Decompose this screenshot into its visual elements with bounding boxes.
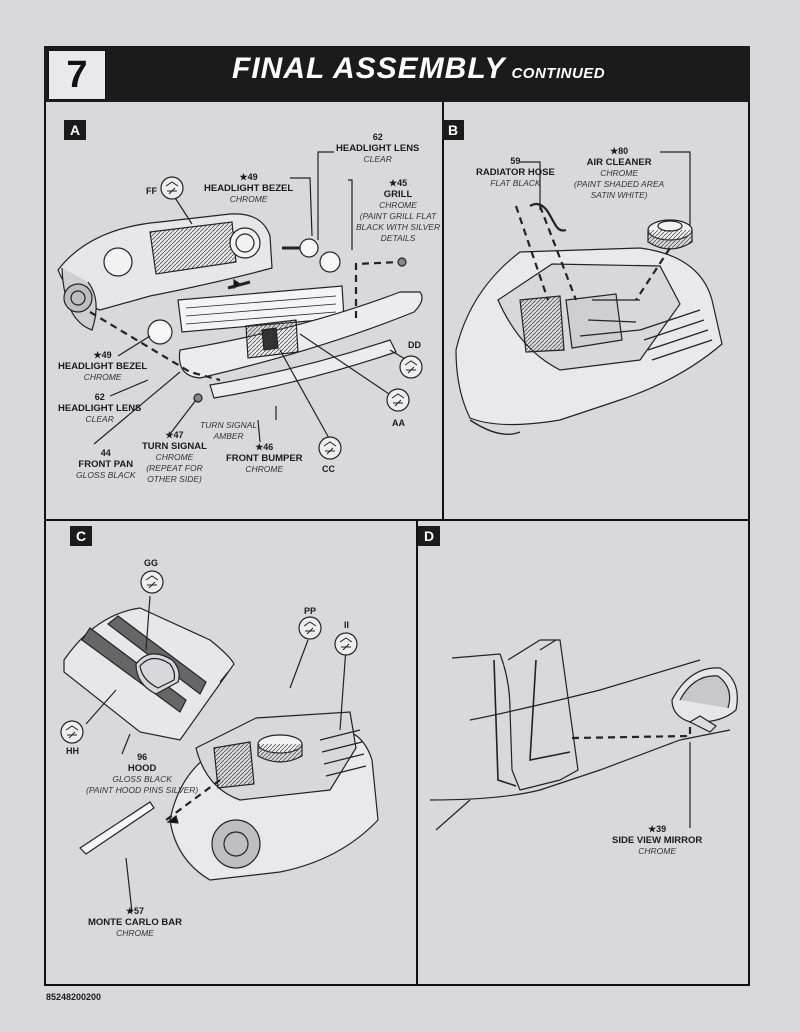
label-radiator-hose: 59 RADIATOR HOSE FLAT BLACK: [476, 156, 555, 188]
label-turn-signal-amber: TURN SIGNAL AMBER: [200, 420, 258, 441]
panel-d-art: [429, 639, 738, 831]
label-headlight-lens-left: 62 HEADLIGHT LENS CLEAR: [58, 392, 142, 424]
label-side-view-mirror: ★39 SIDE VIEW MIRROR CHROME: [612, 824, 703, 856]
label-headlight-bezel-left: ★49 HEADLIGHT BEZEL CHROME: [58, 350, 148, 382]
panel-tag-b: B: [442, 120, 464, 140]
label-front-pan: 44 FRONT PAN GLOSS BLACK: [76, 448, 136, 480]
label-headlight-bezel-top: ★49 HEADLIGHT BEZEL CHROME: [204, 172, 294, 204]
title-main: FINAL ASSEMBLY: [232, 52, 506, 85]
step-header: [44, 46, 750, 102]
panel-b-art: [455, 151, 723, 435]
label-headlight-lens-top: 62 HEADLIGHT LENS CLEAR: [336, 132, 420, 164]
panel-a-art: [57, 151, 423, 460]
code-ff: FF: [146, 186, 157, 196]
label-grill: ★45 GRILL CHROME (PAINT GRILL FLAT BLACK…: [356, 178, 441, 243]
code-hh: HH: [66, 746, 79, 756]
divider-horizontal: [44, 519, 750, 521]
title-subtitle: CONTINUED: [511, 65, 606, 82]
panel-tag-d: D: [418, 526, 440, 546]
label-front-bumper: ★46 FRONT BUMPER CHROME: [226, 442, 303, 474]
page-title: FINAL ASSEMBLY CONTINUED: [232, 52, 605, 86]
code-ii: II: [344, 620, 350, 630]
step-number: 7: [48, 50, 106, 100]
code-aa: AA: [392, 418, 405, 428]
panel-tag-c: C: [70, 526, 92, 546]
code-pp: PP: [304, 606, 317, 616]
code-cc: CC: [322, 464, 335, 474]
code-gg: GG: [144, 558, 159, 568]
panel-tag-a: A: [64, 120, 86, 140]
label-turn-signal: ★47 TURN SIGNAL CHROME (REPEAT FOR OTHER…: [142, 430, 207, 484]
footer-code: 85248200200: [46, 992, 102, 1002]
label-monte-carlo-bar: ★57 MONTE CARLO BAR CHROME: [88, 906, 182, 938]
code-dd: DD: [408, 340, 421, 350]
label-hood: 96 HOOD GLOSS BLACK (PAINT HOOD PINS SIL…: [86, 752, 199, 795]
panel-c-art: [60, 570, 379, 913]
divider-vertical-bottom: [416, 520, 418, 986]
divider-vertical-top: [442, 102, 444, 520]
label-air-cleaner: ★80 AIR CLEANER CHROME (PAINT SHADED ARE…: [574, 146, 665, 200]
